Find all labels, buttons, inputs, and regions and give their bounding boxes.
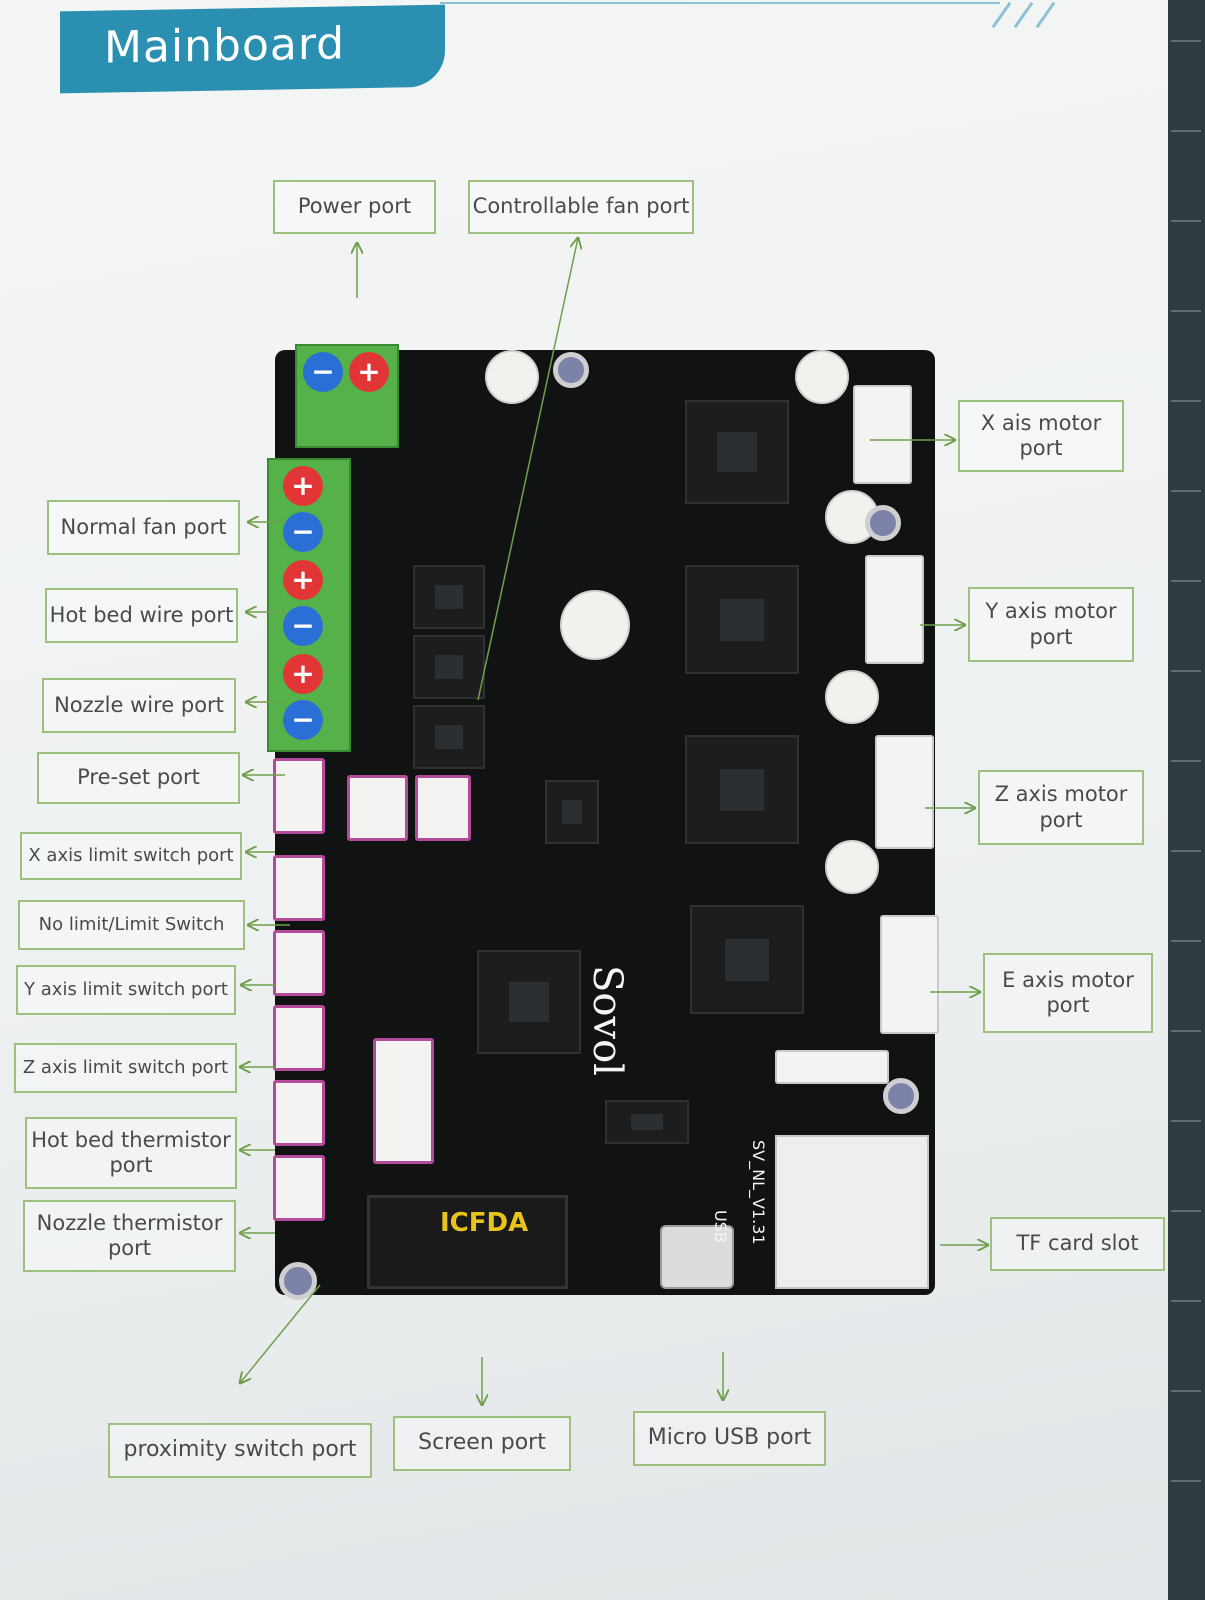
power-terminal: − + — [295, 344, 399, 448]
tf-card-slot — [775, 1135, 929, 1289]
z-motor-connector — [875, 735, 934, 849]
mcu-chip — [477, 950, 581, 1054]
micro-usb-connector — [660, 1225, 734, 1289]
label-hot-bed-wire-port: Hot bed wire port — [45, 588, 238, 643]
y-motor-connector — [865, 555, 924, 664]
mainboard-pcb: − + + − + − + − — [267, 344, 939, 1300]
capacitor — [825, 670, 879, 724]
label-e-motor-port: E axis motor port — [983, 953, 1153, 1033]
controllable-fan-connector — [415, 775, 471, 841]
ic-chip — [605, 1100, 689, 1144]
ribbon-header — [775, 1050, 889, 1084]
plus-icon: + — [283, 560, 323, 600]
leader-lines — [0, 0, 1168, 1600]
nozzle-thermistor-connector — [273, 1155, 325, 1221]
label-tf-card-slot: TF card slot — [990, 1217, 1165, 1271]
plus-icon: + — [349, 352, 389, 392]
capacitor — [485, 350, 539, 404]
mosfet — [413, 635, 485, 699]
x-motor-connector — [853, 385, 912, 484]
label-nozzle-wire-port: Nozzle wire port — [42, 678, 236, 733]
minus-icon: − — [283, 512, 323, 552]
bed-thermistor-connector — [273, 1080, 325, 1146]
ic-chip — [545, 780, 599, 844]
capacitor — [560, 590, 630, 660]
capacitor — [825, 840, 879, 894]
label-y-limit-port: Y axis limit switch port — [16, 965, 236, 1015]
minus-icon: − — [303, 352, 343, 392]
label-screen-port: Screen port — [393, 1416, 571, 1471]
plus-icon: + — [283, 654, 323, 694]
mounting-hole — [553, 352, 589, 388]
e-motor-connector — [880, 915, 939, 1034]
label-z-limit-port: Z axis limit switch port — [14, 1043, 237, 1093]
mounting-hole — [883, 1078, 919, 1114]
stepper-driver-y — [685, 565, 799, 674]
stepper-driver-e — [690, 905, 804, 1014]
label-no-limit-switch: No limit/Limit Switch — [18, 900, 245, 950]
minus-icon: − — [283, 700, 323, 740]
label-x-limit-port: X axis limit switch port — [20, 832, 242, 880]
fan-connector — [347, 775, 408, 841]
mounting-hole — [865, 505, 901, 541]
screen-connector: ICFDA — [367, 1195, 568, 1289]
x-limit-connector — [273, 855, 325, 921]
stepper-driver-z — [685, 735, 799, 844]
z-limit-connector — [273, 1005, 325, 1071]
label-nozzle-thermistor-port: Nozzle thermistor port — [23, 1200, 236, 1272]
label-micro-usb-port: Micro USB port — [633, 1411, 826, 1466]
label-proximity-switch-port: proximity switch port — [108, 1423, 372, 1478]
label-y-motor-port: Y axis motor port — [968, 587, 1134, 662]
label-hot-bed-thermistor-port: Hot bed thermistor port — [25, 1117, 237, 1189]
header-rule — [440, 2, 1000, 4]
manual-page: Mainboard − + + − + − + − — [0, 0, 1168, 1600]
label-x-motor-port: X ais motor port — [958, 400, 1124, 472]
label-power-port: Power port — [273, 180, 436, 234]
label-preset-port: Pre-set port — [37, 752, 240, 804]
label-controllable-fan-port: Controllable fan port — [468, 180, 694, 234]
y-limit-connector — [273, 930, 325, 996]
preset-connector — [273, 758, 325, 834]
capacitor — [795, 350, 849, 404]
label-z-motor-port: Z axis motor port — [978, 770, 1144, 845]
mosfet — [413, 705, 485, 769]
screen-connector-silk: ICFDA — [440, 1208, 529, 1238]
mosfet — [413, 565, 485, 629]
minus-icon: − — [283, 606, 323, 646]
mounting-hole — [279, 1262, 317, 1300]
wire-terminal-block: + − + − + − — [267, 458, 351, 752]
label-normal-fan-port: Normal fan port — [47, 500, 240, 555]
proximity-connector — [373, 1038, 434, 1164]
stepper-driver-x — [685, 400, 789, 504]
plus-icon: + — [283, 466, 323, 506]
cutting-mat — [1165, 0, 1205, 1600]
